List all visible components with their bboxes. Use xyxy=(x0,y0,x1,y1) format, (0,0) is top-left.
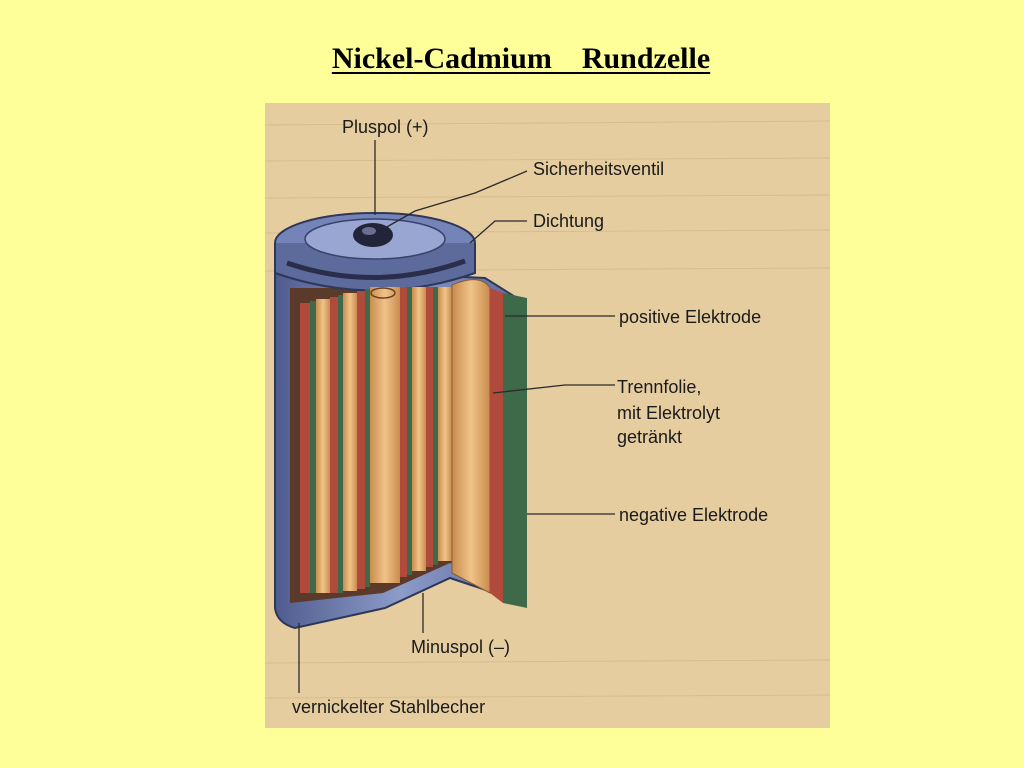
battery-cutaway-svg: Pluspol (+) Sicherheitsventil Dichtung p… xyxy=(265,103,830,728)
unrolled-separator xyxy=(451,279,491,594)
unrolled-negative-electrode xyxy=(503,293,527,608)
label-trennfolie-line1: Trennfolie, xyxy=(617,377,701,397)
leader-lines xyxy=(298,140,615,693)
winding-core xyxy=(370,287,396,299)
unrolled-positive-electrode xyxy=(490,288,503,603)
slide-title: Nickel-Cadmium Rundzelle xyxy=(0,42,1024,76)
label-stahlbecher: vernickelter Stahlbecher xyxy=(292,697,485,717)
safety-valve-highlight xyxy=(362,227,376,235)
battery-cutaway-figure: Pluspol (+) Sicherheitsventil Dichtung p… xyxy=(265,103,830,728)
label-pluspol: Pluspol (+) xyxy=(342,117,429,137)
label-dichtung: Dichtung xyxy=(533,211,604,231)
label-trennfolie-line3: getränkt xyxy=(617,427,682,447)
label-minuspol: Minuspol (–) xyxy=(411,637,510,657)
label-negative-elektrode: negative Elektrode xyxy=(619,505,768,525)
electrode-winding xyxy=(300,287,452,593)
slide-title-text: Nickel-Cadmium Rundzelle xyxy=(331,42,711,75)
label-positive-elektrode: positive Elektrode xyxy=(619,307,761,327)
label-sicherheitsventil: Sicherheitsventil xyxy=(533,159,664,179)
label-trennfolie-line2: mit Elektrolyt xyxy=(617,403,720,423)
gasket xyxy=(286,258,466,280)
